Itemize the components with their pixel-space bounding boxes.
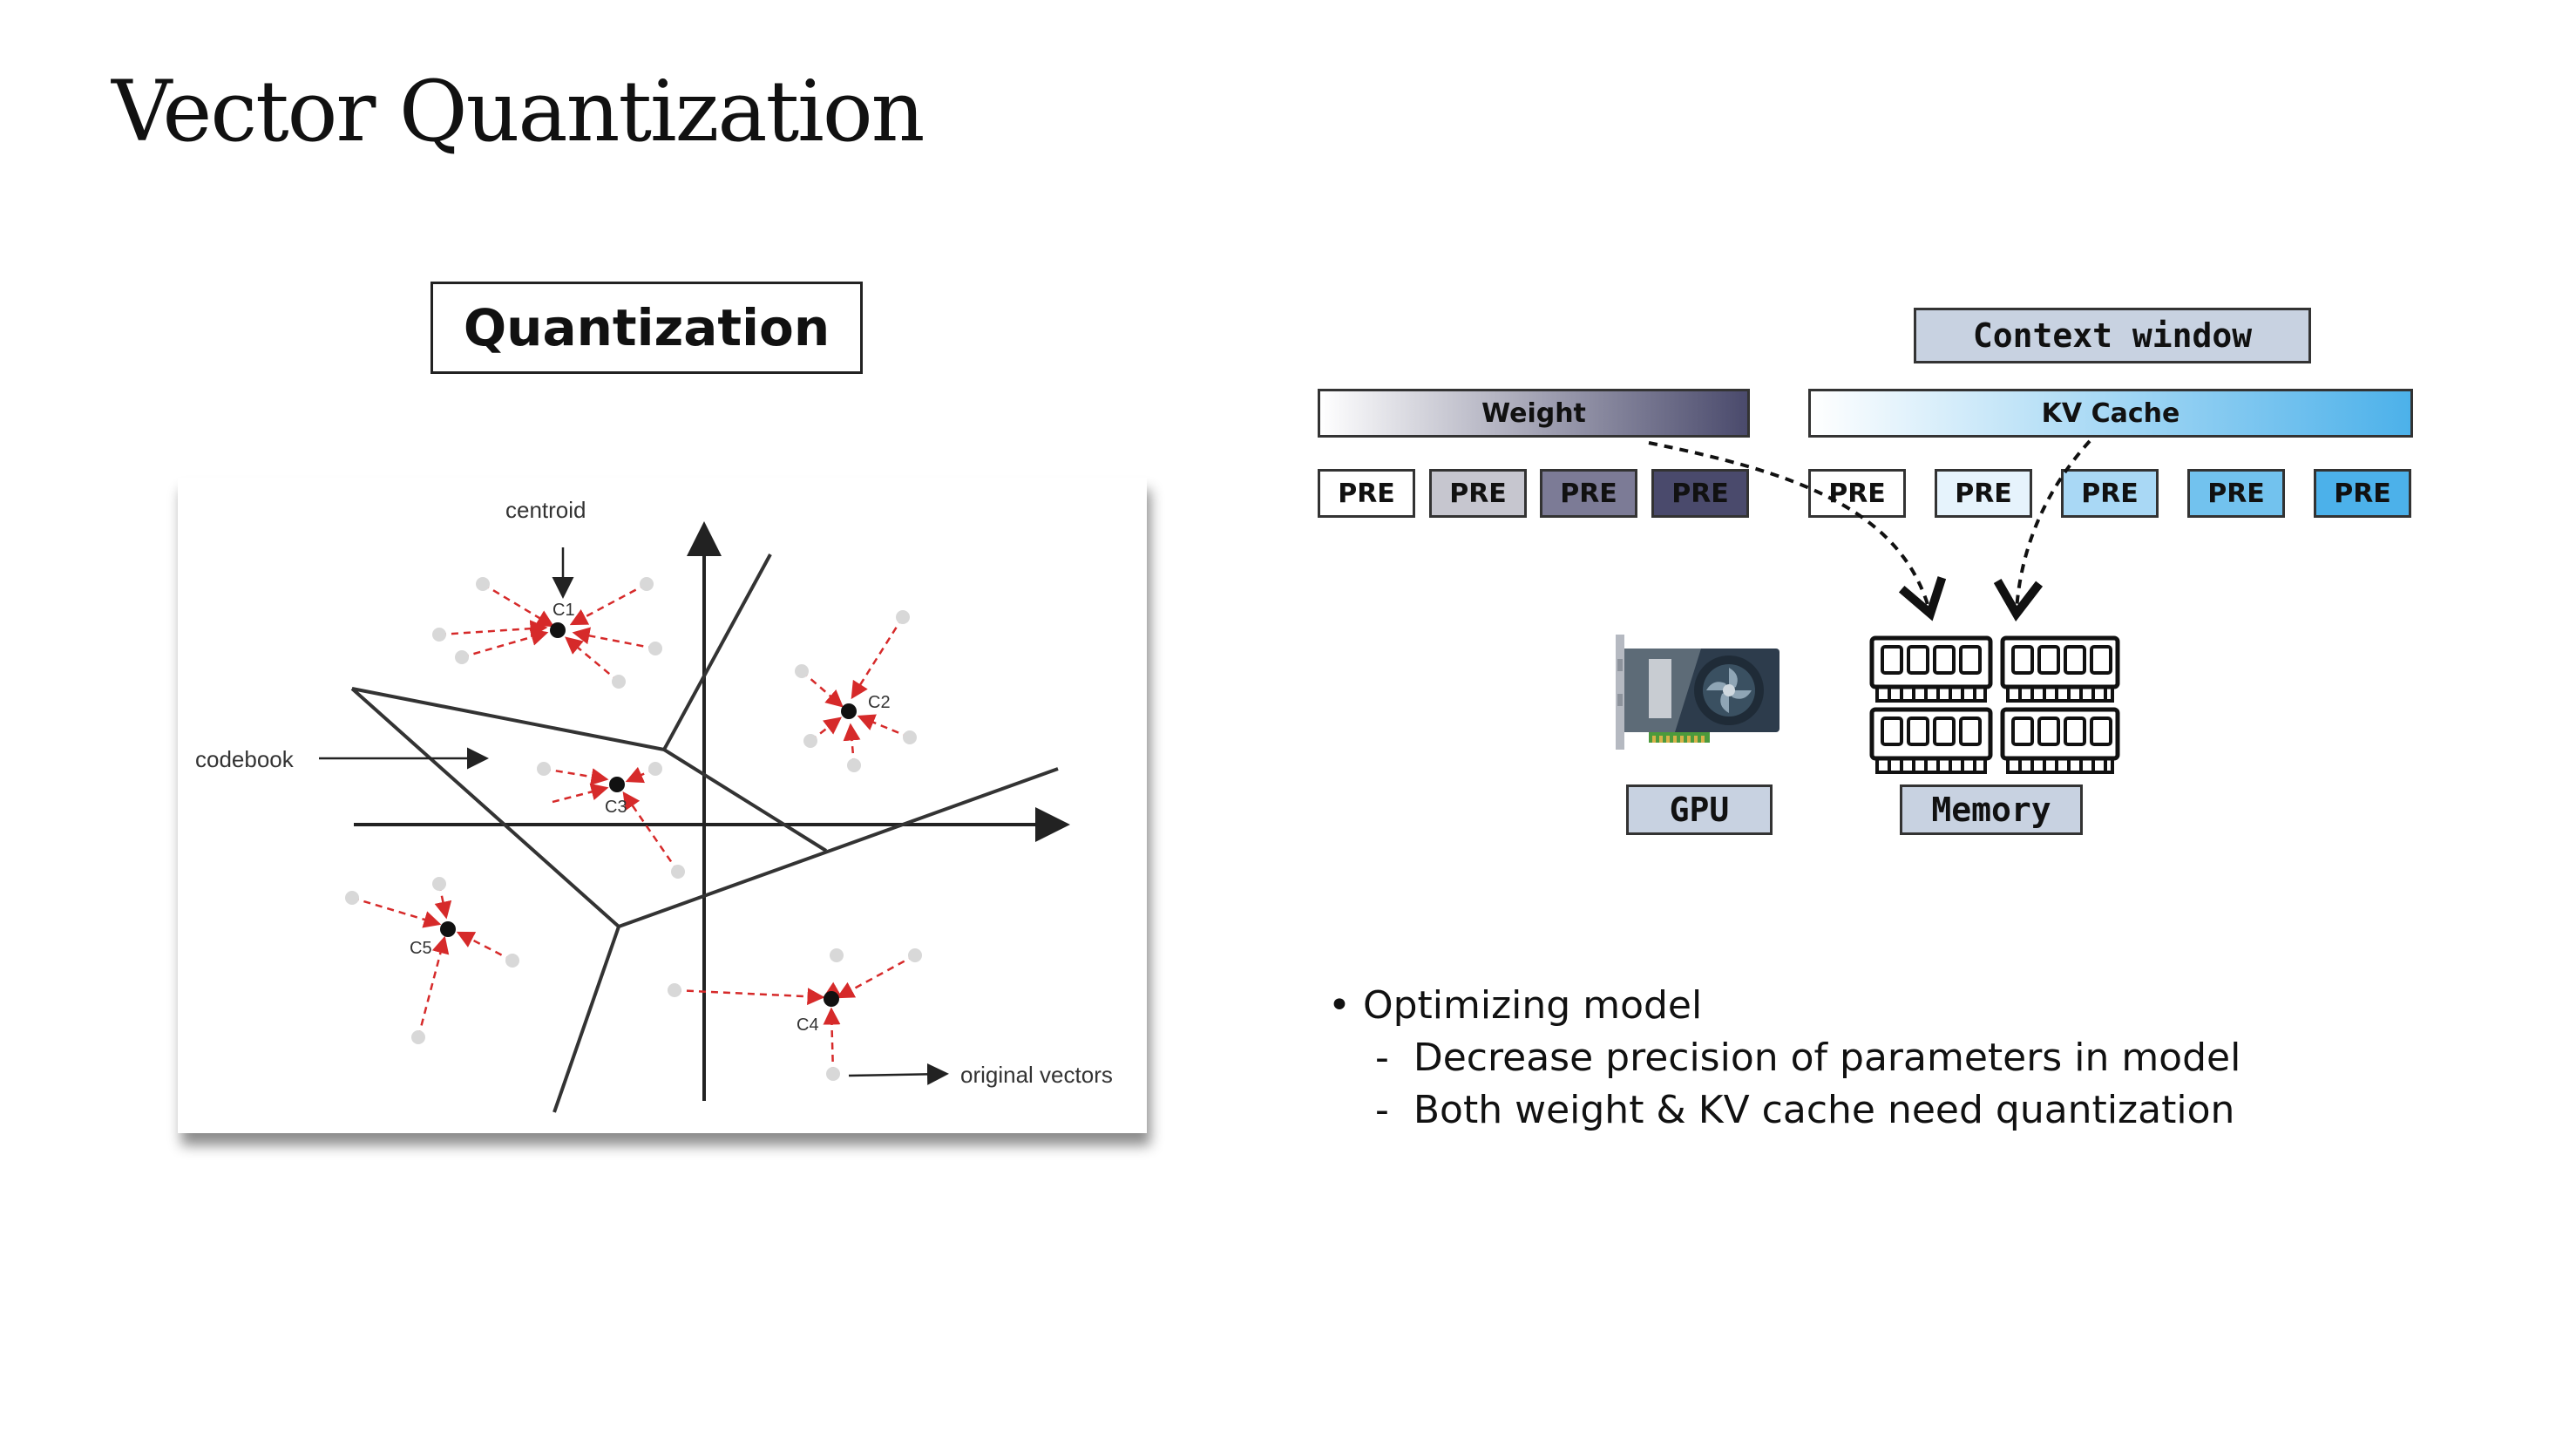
cluster-c5 bbox=[345, 877, 519, 1044]
memory-label: Memory bbox=[1900, 784, 2083, 835]
weight-bar: Weight bbox=[1318, 389, 1750, 438]
memory-icon bbox=[1869, 635, 2120, 774]
kv-to-memory-arrow bbox=[2017, 439, 2091, 610]
kv-cache-bar: KV Cache bbox=[1808, 389, 2413, 438]
kv-pre-block-1: PRE bbox=[1808, 469, 1906, 518]
cluster-c1 bbox=[432, 577, 662, 689]
weight-pre-block-2: PRE bbox=[1429, 469, 1527, 518]
dash-marker: - bbox=[1375, 1088, 1413, 1132]
dash-marker: - bbox=[1375, 1036, 1413, 1080]
vq-figure: centroid codebook original vectors C1 C2… bbox=[178, 478, 1147, 1133]
cluster-label-c5: C5 bbox=[410, 939, 432, 958]
cluster-label-c3: C3 bbox=[605, 798, 627, 817]
bullet-main-text: Optimizing model bbox=[1362, 983, 1703, 1028]
weight-label: Weight bbox=[1481, 397, 1586, 429]
cluster-c4 bbox=[668, 948, 922, 1081]
voronoi-boundaries bbox=[350, 554, 1059, 1113]
bullet-sub-1: - Decrease precision of parameters in mo… bbox=[1328, 1032, 2240, 1084]
cluster-c2 bbox=[795, 610, 917, 772]
kv-pre-block-5: PRE bbox=[2314, 469, 2411, 518]
weight-pre-block-1: PRE bbox=[1318, 469, 1415, 518]
gpu-icon bbox=[1616, 635, 1779, 750]
slide-title: Vector Quantization bbox=[112, 63, 925, 160]
kv-cache-label: KV Cache bbox=[2041, 397, 2180, 429]
bullet-sub-1-text: Decrease precision of parameters in mode… bbox=[1413, 1036, 2241, 1080]
bullet-dot: • bbox=[1328, 983, 1363, 1028]
bullet-sub-2-text: Both weight & KV cache need quantization bbox=[1413, 1088, 2235, 1132]
quantization-label-box: Quantization bbox=[430, 282, 863, 374]
codebook-label: codebook bbox=[195, 746, 295, 772]
cluster-c3 bbox=[537, 762, 685, 879]
context-window-label: Context window bbox=[1914, 308, 2311, 363]
weight-pre-block-4: PRE bbox=[1651, 469, 1749, 518]
weight-pre-block-3: PRE bbox=[1540, 469, 1637, 518]
kv-pre-block-4: PRE bbox=[2187, 469, 2285, 518]
gpu-label: GPU bbox=[1626, 784, 1773, 835]
bullet-main: • Optimizing model bbox=[1328, 980, 2240, 1032]
centroid-label: centroid bbox=[505, 497, 586, 523]
cluster-label-c1: C1 bbox=[552, 601, 575, 620]
vq-diagram: centroid codebook original vectors C1 C2… bbox=[195, 497, 1113, 1113]
bullet-sub-2: - Both weight & KV cache need quantizati… bbox=[1328, 1084, 2240, 1137]
bullet-list: • Optimizing model - Decrease precision … bbox=[1328, 980, 2240, 1137]
cluster-label-c4: C4 bbox=[797, 1015, 819, 1035]
original-vectors-label: original vectors bbox=[960, 1062, 1113, 1088]
weight-to-memory-arrow bbox=[1648, 441, 1929, 610]
original-vectors-arrow bbox=[848, 1063, 949, 1085]
kv-pre-block-3: PRE bbox=[2061, 469, 2159, 518]
cluster-label-c2: C2 bbox=[868, 693, 891, 712]
kv-pre-block-2: PRE bbox=[1935, 469, 2032, 518]
